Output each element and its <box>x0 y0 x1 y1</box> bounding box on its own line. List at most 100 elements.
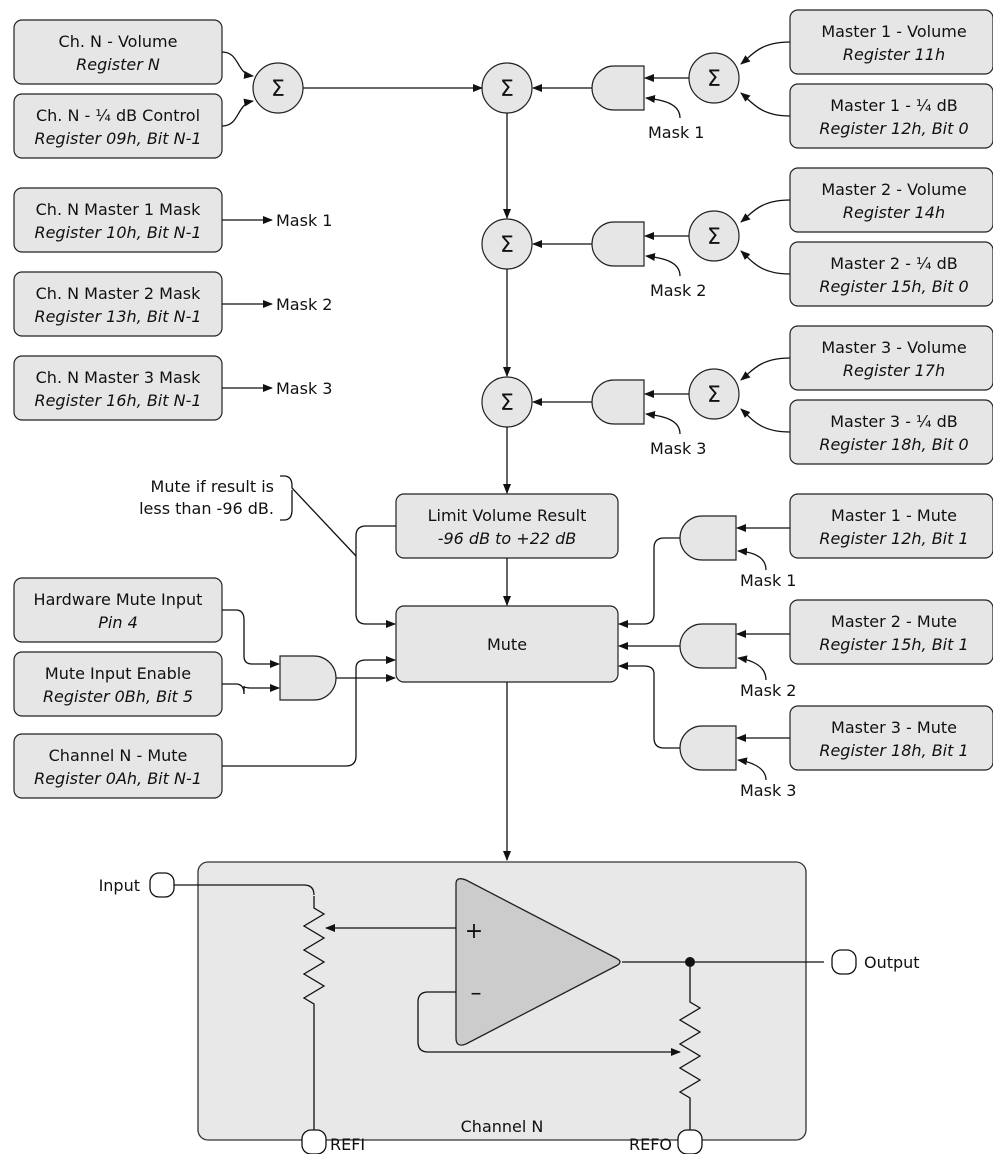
mute-input-enable-box: Mute Input Enable Register 0Bh, Bit 5 <box>13 651 223 717</box>
note-line-1: Mute if result is <box>151 477 274 496</box>
master3-summation-icon: Σ <box>688 368 740 420</box>
refi-label: REFI <box>330 1135 365 1154</box>
svg-text:Register 11h: Register 11h <box>843 45 945 64</box>
svg-text:Master 2 - Volume: Master 2 - Volume <box>821 180 966 199</box>
master3-mute-and-gate-icon <box>679 725 737 771</box>
main-summation-3-icon: Σ <box>481 376 533 428</box>
svg-text:Σ: Σ <box>707 225 721 250</box>
svg-text:Pin 4: Pin 4 <box>98 613 138 632</box>
svg-text:Register 18h, Bit 0: Register 18h, Bit 0 <box>819 435 968 454</box>
plus-sign: + <box>465 919 483 944</box>
svg-text:Σ: Σ <box>707 383 721 408</box>
output-label: Output <box>864 953 920 972</box>
svg-text:Register 16h, Bit N-1: Register 16h, Bit N-1 <box>34 391 201 410</box>
master2-mute-and-gate-icon <box>679 623 737 669</box>
channel-label: Channel N <box>461 1117 544 1136</box>
svg-text:Σ: Σ <box>271 77 285 102</box>
svg-text:Σ: Σ <box>500 233 514 258</box>
svg-text:-96 dB to +22 dB: -96 dB to +22 dB <box>438 529 577 548</box>
ch-master3-mask-box: Ch. N Master 3 Mask Register 16h, Bit N-… <box>13 355 223 421</box>
output-pin-icon <box>831 949 857 975</box>
svg-text:Register N: Register N <box>76 55 160 74</box>
svg-text:Master 3 - Mute: Master 3 - Mute <box>831 718 957 737</box>
refo-label: REFO <box>629 1135 672 1154</box>
master2-quarter-db-box: Master 2 - ¼ dB Register 15h, Bit 0 <box>789 241 993 307</box>
mask3-label: Mask 3 <box>276 379 332 398</box>
svg-text:Register 15h, Bit 0: Register 15h, Bit 0 <box>819 277 968 296</box>
svg-text:Hardware Mute Input: Hardware Mute Input <box>34 590 203 609</box>
svg-text:Limit Volume Result: Limit Volume Result <box>428 506 587 525</box>
mask2-label: Mask 2 <box>276 295 332 314</box>
hw-mute-input-box: Hardware Mute Input Pin 4 <box>13 577 223 643</box>
svg-text:Register 18h, Bit 1: Register 18h, Bit 1 <box>819 741 968 760</box>
svg-text:Register 09h, Bit N-1: Register 09h, Bit N-1 <box>34 129 201 148</box>
ch-master2-mask-box: Ch. N Master 2 Mask Register 13h, Bit N-… <box>13 271 223 337</box>
svg-text:Master 2 - ¼ dB: Master 2 - ¼ dB <box>830 254 958 273</box>
master3-volume-box: Master 3 - Volume Register 17h <box>789 325 993 391</box>
ch-volume-box: Ch. N - Volume Register N <box>13 19 223 85</box>
mask3-gate-label: Mask 3 <box>650 439 706 458</box>
master3-mask-and-gate-icon <box>591 379 645 425</box>
main-summation-1-icon: Σ <box>481 62 533 114</box>
note-line-2: less than -96 dB. <box>139 499 274 518</box>
svg-text:Σ: Σ <box>500 77 514 102</box>
master2-summation-icon: Σ <box>688 210 740 262</box>
master2-volume-box: Master 2 - Volume Register 14h <box>789 167 993 233</box>
svg-text:Register 0Ah, Bit N-1: Register 0Ah, Bit N-1 <box>34 769 202 788</box>
master1-mute-box: Master 1 - Mute Register 12h, Bit 1 <box>789 493 993 559</box>
channel-wires <box>174 884 824 1056</box>
master3-mute-box: Master 3 - Mute Register 18h, Bit 1 <box>789 705 993 771</box>
master2-mute-box: Master 2 - Mute Register 15h, Bit 1 <box>789 599 993 665</box>
amplifier-icon <box>455 878 621 1046</box>
hardware-mute-and-gate-icon <box>279 655 337 701</box>
master1-volume-box: Master 1 - Volume Register 11h <box>789 9 993 75</box>
svg-text:Master 2 - Mute: Master 2 - Mute <box>831 612 957 631</box>
limit-volume-box: Limit Volume Result -96 dB to +22 dB <box>395 493 619 559</box>
master1-mute-and-gate-icon <box>679 515 737 561</box>
refi-pin-icon <box>301 1129 327 1154</box>
mask1-label: Mask 1 <box>276 211 332 230</box>
refo-pin-icon <box>677 1129 703 1154</box>
svg-text:Master 1 - ¼ dB: Master 1 - ¼ dB <box>830 96 958 115</box>
master3-quarter-db-box: Master 3 - ¼ dB Register 18h, Bit 0 <box>789 399 993 465</box>
svg-text:Ch. N Master 2 Mask: Ch. N Master 2 Mask <box>36 284 201 303</box>
svg-text:Register 14h: Register 14h <box>843 203 945 222</box>
svg-text:Register 12h, Bit 1: Register 12h, Bit 1 <box>819 529 968 548</box>
svg-text:Register 10h, Bit N-1: Register 10h, Bit N-1 <box>34 223 201 242</box>
svg-text:Register 0Bh, Bit 5: Register 0Bh, Bit 5 <box>43 687 193 706</box>
mask3-mute-label: Mask 3 <box>740 781 796 800</box>
ch-quarter-db-box: Ch. N - ¼ dB Control Register 09h, Bit N… <box>13 93 223 159</box>
svg-text:Master 3 - ¼ dB: Master 3 - ¼ dB <box>830 412 958 431</box>
signal-wires <box>221 41 791 861</box>
master2-mask-and-gate-icon <box>591 221 645 267</box>
channel-mute-box: Channel N - Mute Register 0Ah, Bit N-1 <box>13 733 223 799</box>
svg-text:Channel N - Mute: Channel N - Mute <box>49 746 188 765</box>
master1-mask-and-gate-icon <box>591 65 645 111</box>
svg-text:Master 1 - Volume: Master 1 - Volume <box>821 22 966 41</box>
ch-master1-mask-box: Ch. N Master 1 Mask Register 10h, Bit N-… <box>13 187 223 253</box>
mask2-gate-label: Mask 2 <box>650 281 706 300</box>
input-pin-icon <box>149 872 175 898</box>
master1-quarter-db-box: Master 1 - ¼ dB Register 12h, Bit 0 <box>789 83 993 149</box>
mask1-gate-label: Mask 1 <box>648 123 704 142</box>
master1-summation-icon: Σ <box>688 52 740 104</box>
svg-text:Register 15h, Bit 1: Register 15h, Bit 1 <box>819 635 968 654</box>
svg-text:Master 3 - Volume: Master 3 - Volume <box>821 338 966 357</box>
svg-text:Ch. N Master 1 Mask: Ch. N Master 1 Mask <box>36 200 201 219</box>
svg-text:Σ: Σ <box>500 391 514 416</box>
svg-text:Ch. N Master 3 Mask: Ch. N Master 3 Mask <box>36 368 201 387</box>
main-summation-2-icon: Σ <box>481 218 533 270</box>
minus-sign: – <box>471 981 482 1006</box>
mask1-mute-label: Mask 1 <box>740 571 796 590</box>
feedback-potentiometer-icon <box>678 964 702 1134</box>
svg-text:Register 13h, Bit N-1: Register 13h, Bit N-1 <box>34 307 201 326</box>
mask2-mute-label: Mask 2 <box>740 681 796 700</box>
svg-text:Ch. N - ¼ dB Control: Ch. N - ¼ dB Control <box>36 106 200 125</box>
svg-text:Mute Input Enable: Mute Input Enable <box>45 664 191 683</box>
svg-text:Ch. N - Volume: Ch. N - Volume <box>59 32 178 51</box>
svg-text:Mute: Mute <box>487 635 527 654</box>
input-label: Input <box>99 876 140 895</box>
svg-text:Register 17h: Register 17h <box>843 361 945 380</box>
svg-text:Σ: Σ <box>707 67 721 92</box>
